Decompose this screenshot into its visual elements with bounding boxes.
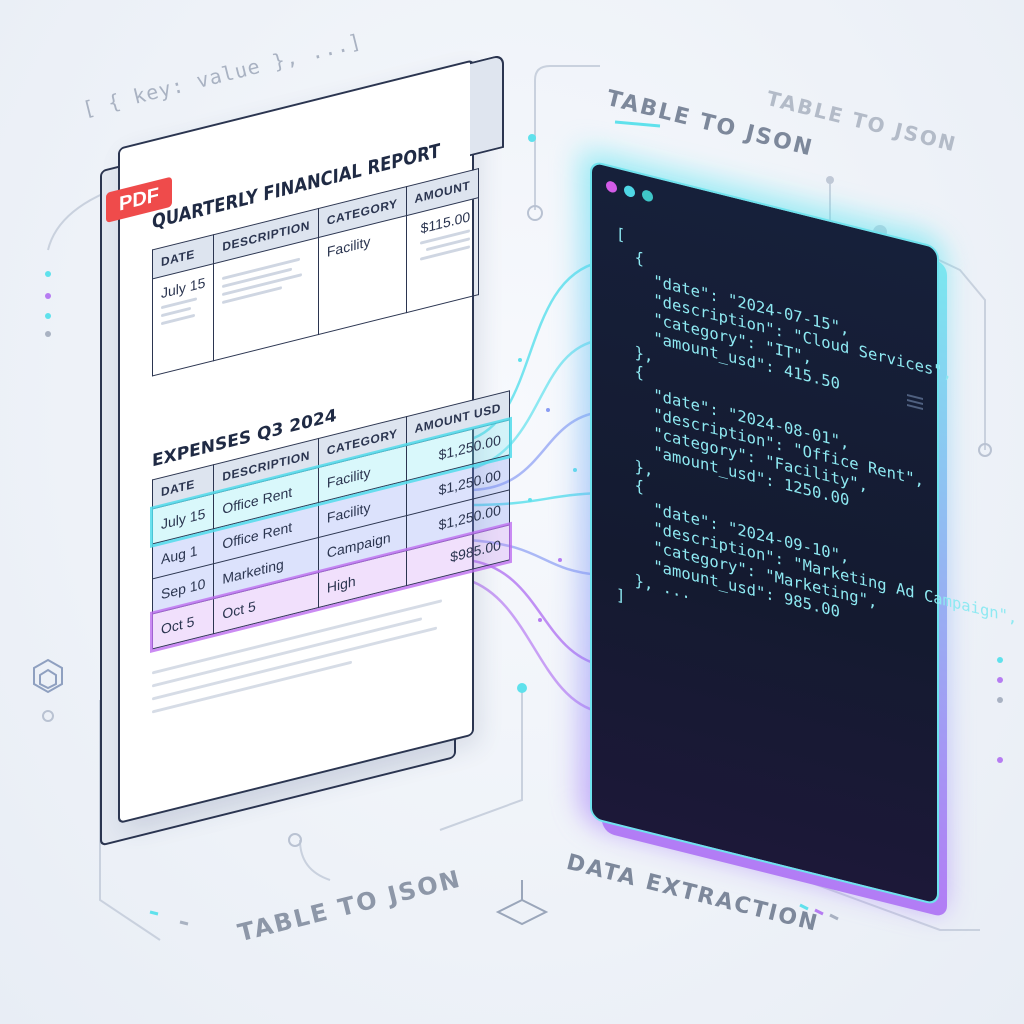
window-dot-teal[interactable] (642, 188, 653, 203)
platform-icon (495, 880, 549, 926)
flow-particles (518, 358, 577, 622)
code-line: ] (616, 585, 626, 606)
document-page: PDF QUARTERLY FINANCIAL REPORT DATE DESC… (106, 53, 513, 824)
window-dot-cyan[interactable] (624, 184, 635, 199)
pdf-document: PDF QUARTERLY FINANCIAL REPORT DATE DESC… (100, 53, 513, 847)
window-body: [ { "date": "2024-07-15", "description":… (590, 160, 1017, 907)
json-code-window: [ { "date": "2024-07-15", "description":… (580, 147, 1017, 919)
cube-icon (33, 658, 63, 694)
summary-date: July 15 (161, 274, 206, 302)
page-fold (470, 53, 504, 157)
circuit-nodes (42, 134, 1003, 847)
code-line: [ (616, 224, 626, 245)
window-dot-magenta[interactable] (606, 179, 617, 194)
expenses-table: DATE DESCRIPTION CATEGORY AMOUNT USD Jul… (149, 390, 513, 660)
summary-category: Facility (326, 233, 371, 260)
dash-marks (149, 120, 839, 926)
